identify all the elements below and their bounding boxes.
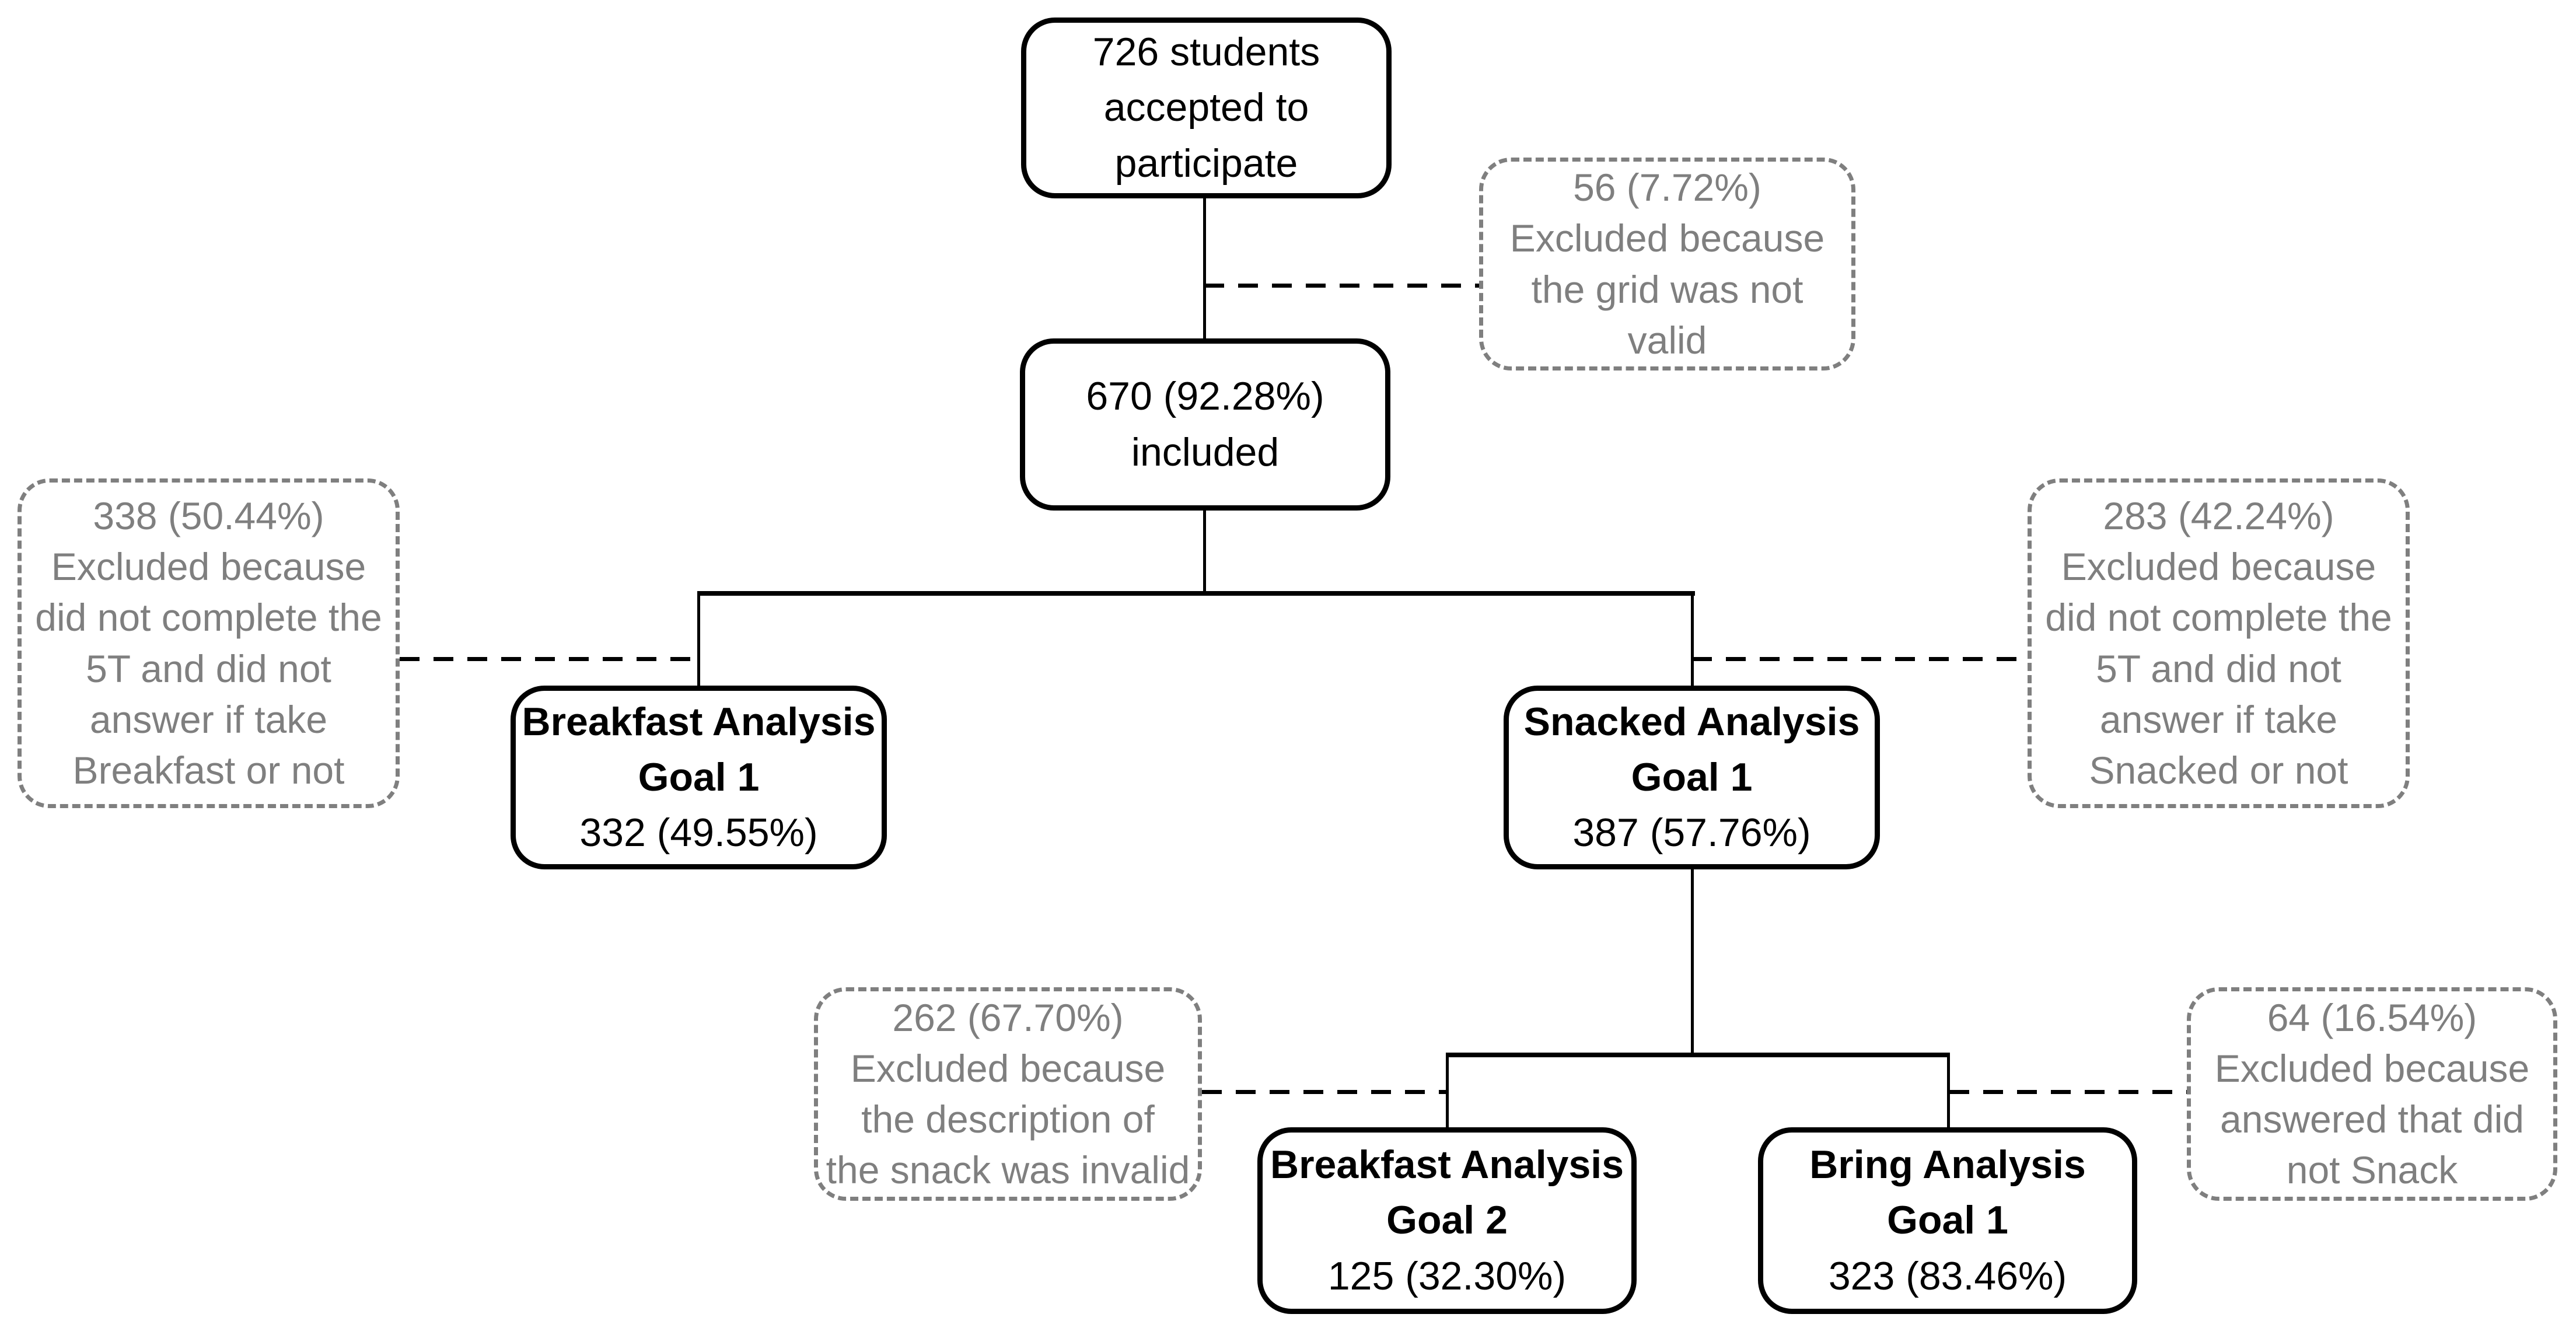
node-breakfast-goal1-value: 332 (49.55%) [579,810,818,855]
node-breakfast-goal2-title: Breakfast Analysis [1270,1142,1624,1187]
node-accepted-text: 726 students [1092,30,1320,75]
exclusion-breakfast-not-answered-text: 5T and did not [86,646,331,690]
node-snacked-goal1-value: 387 (57.76%) [1572,810,1811,855]
node-accepted-text: participate [1114,141,1298,186]
node-bring-goal1: Bring Analysis Goal 1 323 (83.46%) [1758,1127,2137,1314]
exclusion-breakfast-not-answered-text: answer if take [89,697,328,741]
exclusion-breakfast-not-answered-text: Breakfast or not [72,748,345,792]
exclusion-grid-invalid-text: the grid was not [1531,267,1803,311]
exclusion-grid-invalid-text: valid [1627,318,1707,362]
node-included: 670 (92.28%) included [1020,338,1390,511]
node-accepted: 726 students accepted to participate [1021,18,1392,198]
exclusion-snacked-not-answered-text: Excluded because [2061,545,2376,589]
exclusion-did-not-snack-text: 64 (16.54%) [2267,995,2477,1039]
exclusion-did-not-snack-text: Excluded because [2214,1046,2530,1090]
node-snacked-goal1-title: Snacked Analysis [1523,699,1860,744]
exclusion-snacked-not-answered: 283 (42.24%) Excluded because did not co… [2028,478,2410,808]
exclusion-did-not-snack: 64 (16.54%) Excluded because answered th… [2187,987,2557,1201]
node-snacked-goal1: Snacked Analysis Goal 1 387 (57.76%) [1504,686,1880,869]
connector-included-down [1203,508,1206,596]
exclusion-snack-description-invalid-text: Excluded because [850,1046,1166,1090]
connector-branch-level1 [697,591,1695,596]
connector-excluded-snack-desc [1202,1090,1447,1094]
node-snacked-goal1-title: Goal 1 [1631,754,1753,799]
exclusion-snacked-not-answered-text: Snacked or not [2089,748,2348,792]
connector-drop-breakfast-goal1 [697,591,700,688]
connector-drop-breakfast-goal2 [1446,1053,1449,1128]
exclusion-snacked-not-answered-text: answer if take [2099,697,2338,741]
connector-excluded-breakfast-left [400,657,698,661]
exclusion-did-not-snack-text: answered that did [2220,1098,2524,1141]
exclusion-snacked-not-answered-text: 5T and did not [2096,646,2341,690]
node-breakfast-goal1: Breakfast Analysis Goal 1 332 (49.55%) [511,686,887,869]
exclusion-breakfast-not-answered-text: 338 (50.44%) [93,494,324,538]
exclusion-grid-invalid-text: 56 (7.72%) [1573,166,1761,209]
exclusion-breakfast-not-answered-text: Excluded because [51,545,366,589]
exclusion-snacked-not-answered-text: did not complete the [2045,596,2392,639]
node-bring-goal1-title: Goal 1 [1887,1198,2008,1243]
node-breakfast-goal2-value: 125 (32.30%) [1327,1253,1567,1298]
exclusion-snack-description-invalid: 262 (67.70%) Excluded because the descri… [814,987,1202,1201]
connector-excluded-did-not-snack [1949,1090,2187,1094]
exclusion-snack-description-invalid-text: 262 (67.70%) [892,995,1124,1039]
exclusion-snacked-not-answered-text: 283 (42.24%) [2103,494,2334,538]
exclusion-breakfast-not-answered-text: did not complete the [35,596,382,639]
node-breakfast-goal1-title: Breakfast Analysis [522,699,876,744]
exclusion-breakfast-not-answered: 338 (50.44%) Excluded because did not co… [18,478,400,808]
node-included-text: 670 (92.28%) [1086,374,1324,419]
exclusion-grid-invalid: 56 (7.72%) Excluded because the grid was… [1479,158,1855,371]
exclusion-snack-description-invalid-text: the snack was invalid [826,1148,1190,1192]
node-included-text: included [1131,429,1280,474]
connector-accepted-to-included [1203,196,1206,341]
node-breakfast-goal1-title: Goal 1 [638,754,760,799]
connector-drop-snacked-goal1 [1691,591,1694,688]
exclusion-did-not-snack-text: not Snack [2286,1148,2458,1192]
node-accepted-text: accepted to [1103,85,1309,130]
connector-branch-level2 [1446,1053,1950,1057]
node-breakfast-goal2: Breakfast Analysis Goal 2 125 (32.30%) [1257,1127,1637,1314]
exclusion-grid-invalid-text: Excluded because [1509,216,1825,260]
connector-excluded-snacked-right [1692,657,2029,661]
connector-excluded-grid-invalid [1204,284,1481,288]
node-bring-goal1-title: Bring Analysis [1809,1142,2086,1187]
connector-snacked-down [1691,868,1694,1057]
connector-drop-bring-goal1 [1947,1053,1950,1128]
node-breakfast-goal2-title: Goal 2 [1386,1198,1508,1243]
exclusion-snack-description-invalid-text: the description of [861,1098,1155,1141]
node-bring-goal1-value: 323 (83.46%) [1828,1253,2067,1298]
